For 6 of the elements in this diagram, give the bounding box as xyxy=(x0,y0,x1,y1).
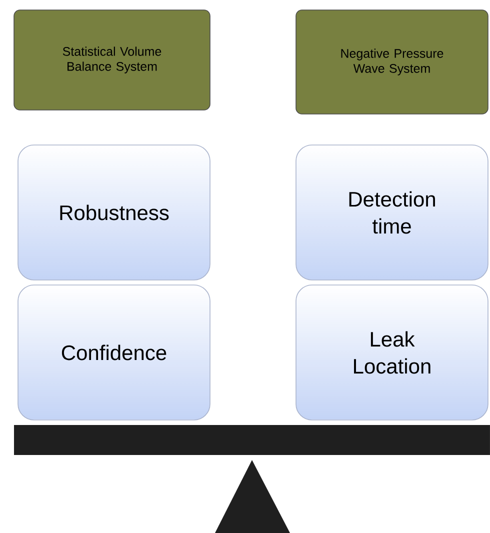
criterion-box: Detection time xyxy=(296,144,488,280)
criterion-box: Leak Location xyxy=(296,284,488,420)
criterion-box: Robustness xyxy=(18,144,210,280)
system-box: Negative Pressure Wave System xyxy=(296,10,488,114)
system-box: Statistical Volume Balance System xyxy=(14,10,210,110)
criterion-box: Confidence xyxy=(18,284,210,420)
